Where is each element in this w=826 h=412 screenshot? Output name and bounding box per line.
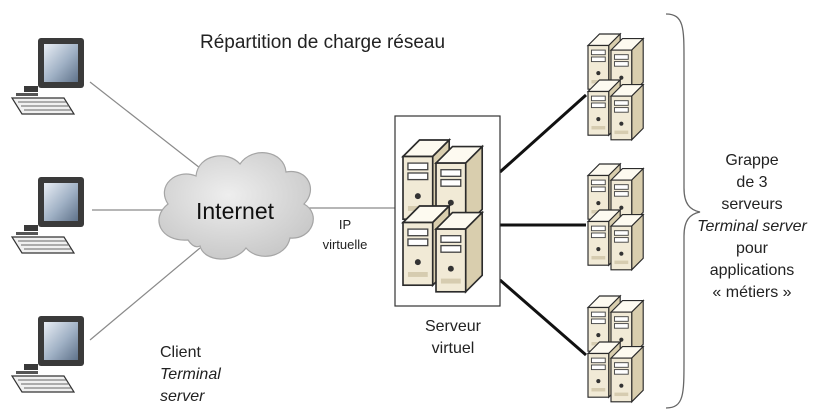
internet-cloud xyxy=(158,152,314,260)
cluster-label-line2: de 3 xyxy=(736,174,768,191)
virtual-server-label-line2: virtuel xyxy=(431,340,475,357)
cluster-label-line5: pour xyxy=(735,240,769,257)
cluster-label: Grappe de 3 serveurs Terminal server pou… xyxy=(697,150,807,304)
virtual-server-label: Serveur virtuel xyxy=(405,316,501,360)
client-label-line3: server xyxy=(160,388,205,405)
terminal-server-cluster xyxy=(588,34,643,140)
client-label-line2: Terminal xyxy=(160,366,221,383)
cluster-links xyxy=(498,93,588,357)
virtual-server-label-line1: Serveur xyxy=(424,318,482,335)
cluster-brace xyxy=(665,13,701,409)
cluster-label-line4: Terminal server xyxy=(697,218,807,235)
cluster-label-line3: serveurs xyxy=(721,196,783,213)
virtual-server-icon xyxy=(403,140,482,292)
virtual-ip-label: IP virtuelle xyxy=(310,215,380,255)
client-label: Client Terminal server xyxy=(160,342,221,408)
virtual-ip-label-line2: virtuelle xyxy=(322,237,368,252)
cluster-label-line6: applications xyxy=(709,262,795,279)
client-links xyxy=(89,81,201,341)
virtual-ip-label-line1: IP xyxy=(338,217,352,232)
client-label-line1: Client xyxy=(160,344,201,361)
diagram-title: Répartition de charge réseau xyxy=(200,32,446,53)
terminal-server-cluster xyxy=(588,164,643,270)
internet-label: Internet xyxy=(196,198,274,224)
terminal-server-cluster xyxy=(588,296,643,402)
client-computer xyxy=(11,176,85,254)
client-computer xyxy=(11,315,85,393)
cluster-label-line1: Grappe xyxy=(725,152,779,169)
cluster-label-line7: « métiers » xyxy=(712,284,792,301)
client-computer xyxy=(11,37,85,115)
